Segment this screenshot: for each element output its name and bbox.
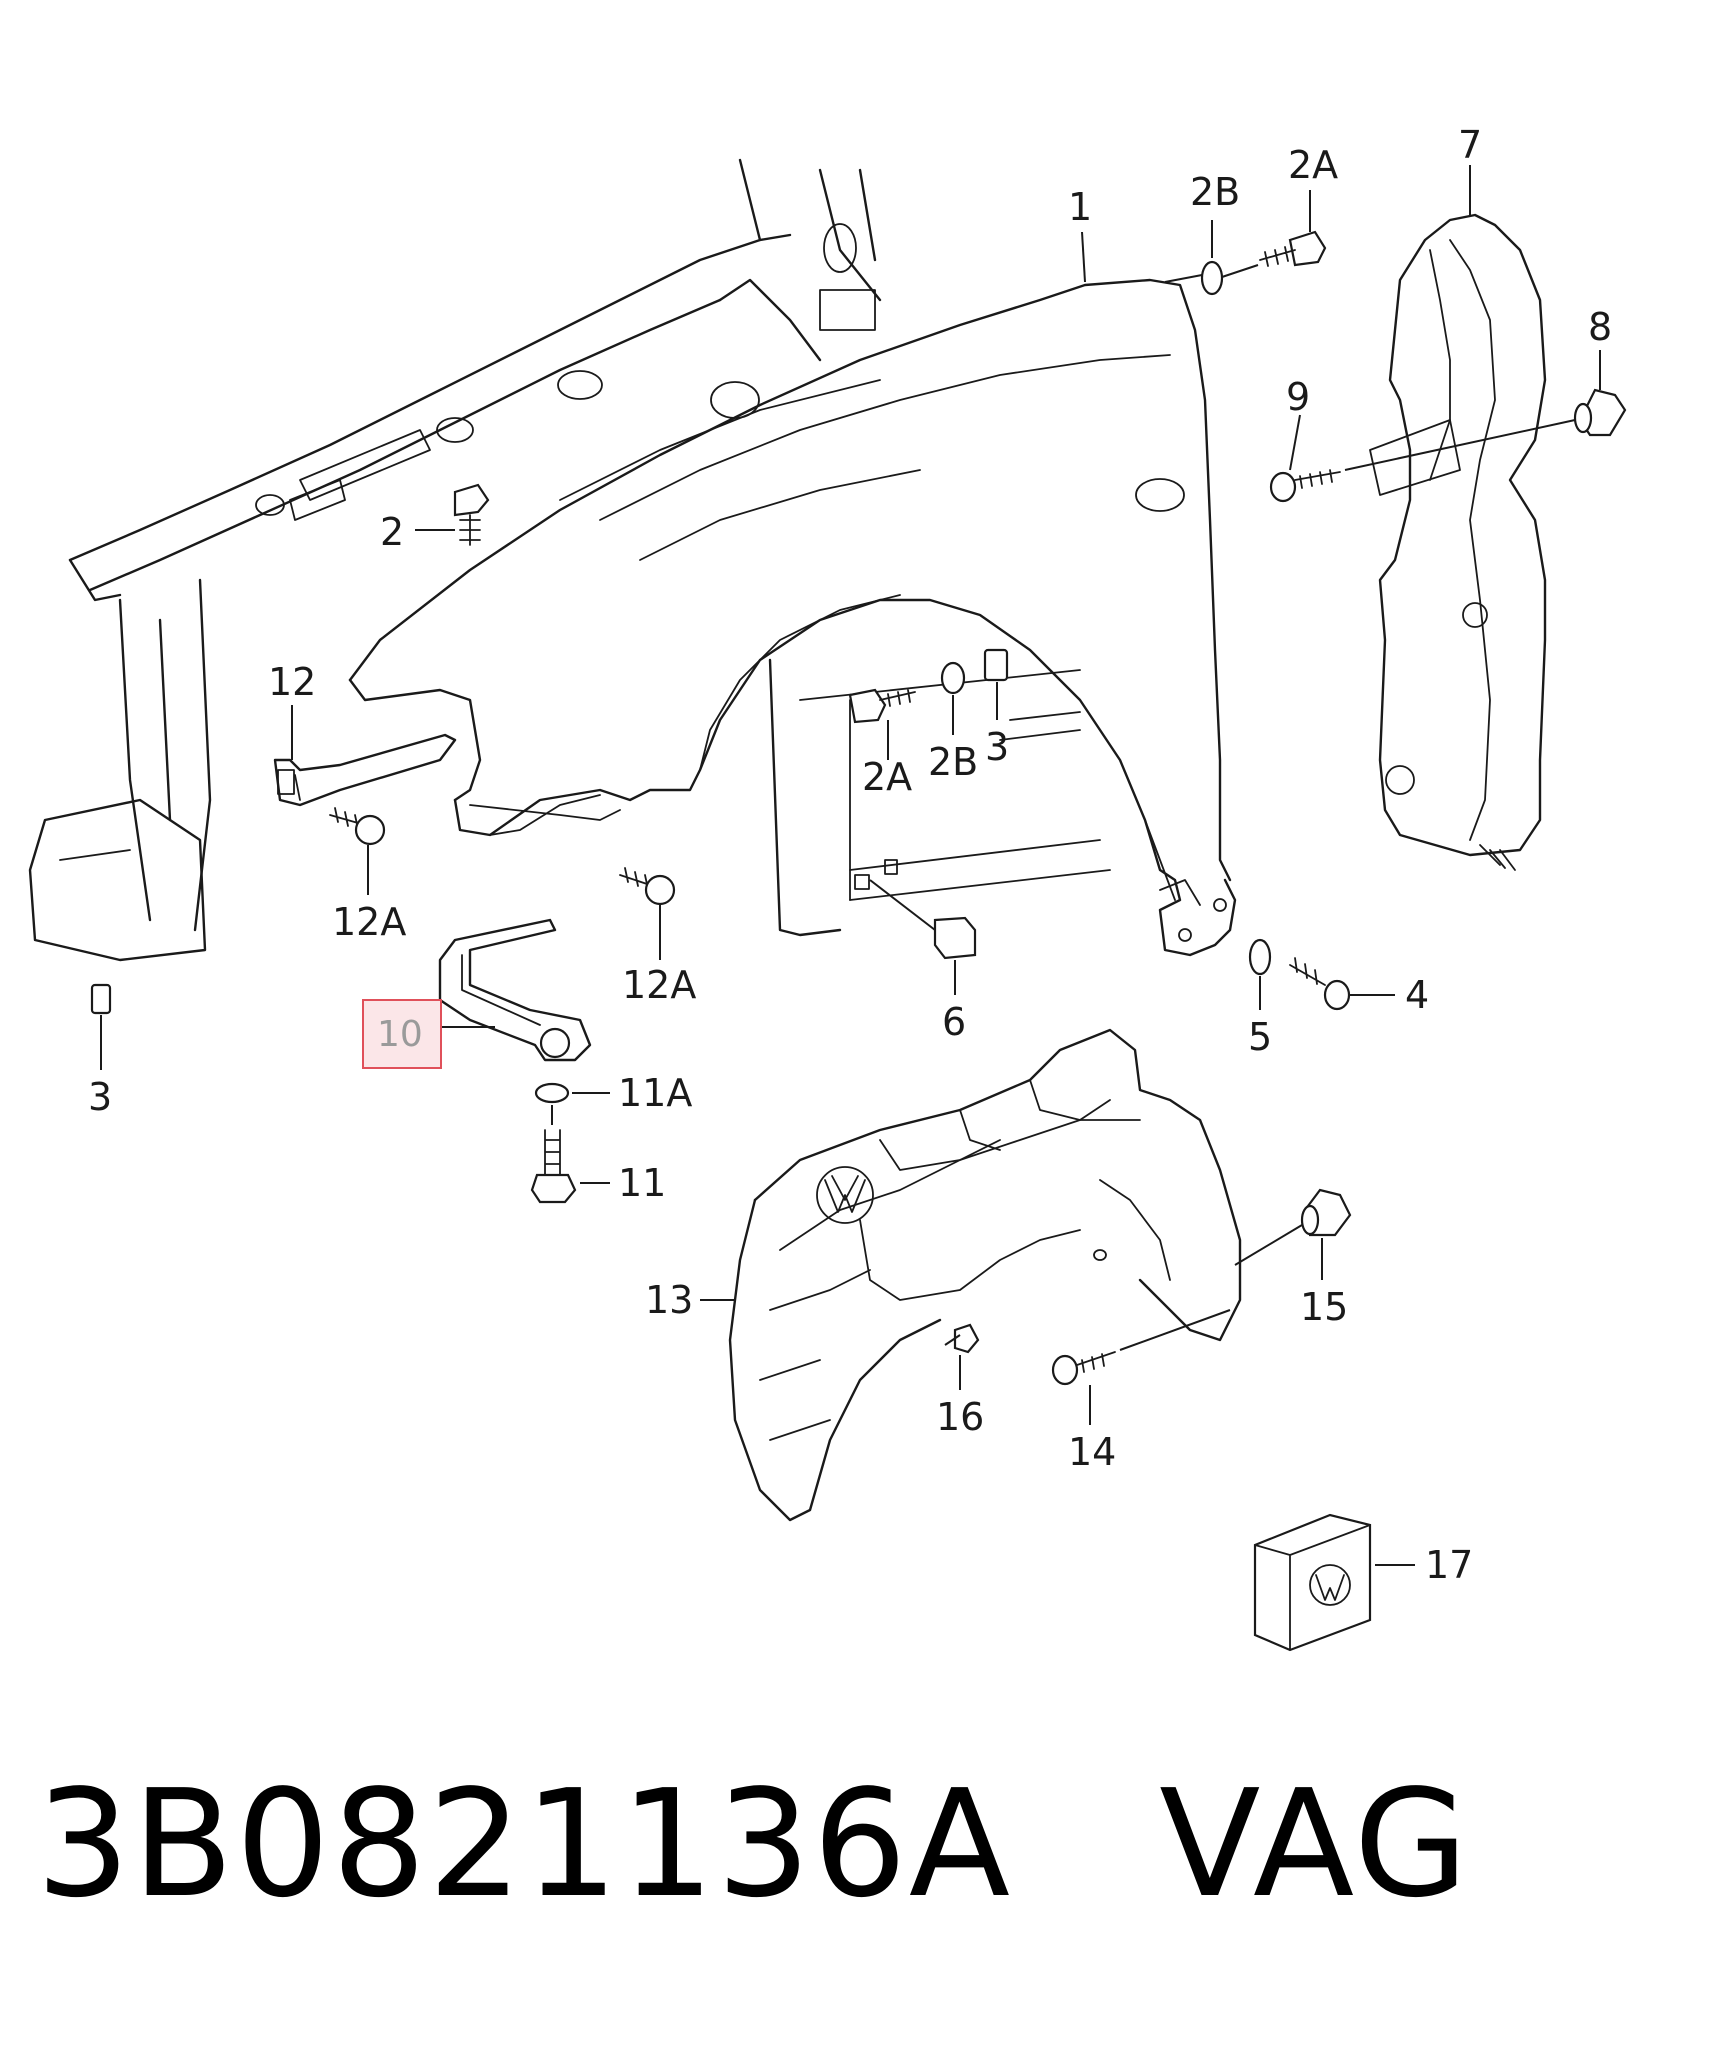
callout-7: 7 xyxy=(1458,123,1482,167)
body-structure xyxy=(28,158,882,962)
fasteners xyxy=(90,230,1627,1386)
bolt-11 xyxy=(530,1129,577,1204)
callout-11: 11 xyxy=(618,1161,666,1205)
foam-block-17 xyxy=(1253,1513,1372,1652)
bolt-2 xyxy=(453,483,490,546)
wheel-housing-liner xyxy=(728,1028,1242,1522)
screw-9 xyxy=(1269,469,1341,503)
callout-5: 5 xyxy=(1248,1015,1272,1059)
bolt-2A-top xyxy=(1259,230,1327,267)
clip-15 xyxy=(1300,1188,1352,1237)
exploded-parts-diagram: 1 2B 2A 7 8 9 2 12 2A 2B 3 12A 12A 6 5 4… xyxy=(28,123,1627,1652)
callout-2: 2 xyxy=(380,510,404,554)
washer-11A xyxy=(534,1082,570,1104)
callout-9: 9 xyxy=(1286,375,1310,419)
callout-3-left: 3 xyxy=(88,1075,112,1119)
leader-lines xyxy=(100,165,1601,1566)
washer-2B-mid xyxy=(940,661,966,695)
washer-2B-top xyxy=(1200,260,1224,296)
highlight-box-10 xyxy=(362,999,442,1069)
callout-3-mid: 3 xyxy=(985,725,1009,769)
clip-nut-3-left xyxy=(90,983,112,1015)
callout-13: 13 xyxy=(645,1278,693,1322)
callout-14: 14 xyxy=(1068,1430,1116,1474)
clip-8 xyxy=(1573,388,1627,437)
clip-nut-6 xyxy=(933,916,977,960)
callout-11A: 11A xyxy=(618,1071,692,1115)
screw-14 xyxy=(1051,1351,1116,1386)
callout-17: 17 xyxy=(1425,1543,1473,1587)
callout-2B-mid: 2B xyxy=(928,740,978,784)
part-number-caption: 3B0821136A VAG xyxy=(36,1758,1471,1930)
bolt-2A-mid xyxy=(848,688,916,724)
callout-15: 15 xyxy=(1300,1285,1348,1329)
callout-1: 1 xyxy=(1068,185,1092,229)
callout-2A-top: 2A xyxy=(1288,143,1338,187)
inner-trim-panel-7 xyxy=(1369,213,1547,871)
callout-2B-top: 2B xyxy=(1190,170,1240,214)
vw-logo-icon xyxy=(1309,1564,1351,1606)
clip-nut-3-mid xyxy=(983,648,1009,682)
callout-8: 8 xyxy=(1588,305,1612,349)
callout-10: 10 xyxy=(377,1014,423,1055)
fender-panel xyxy=(348,278,1237,957)
callout-2A-mid: 2A xyxy=(862,755,912,799)
callout-12A-left: 12A xyxy=(332,900,406,944)
screw-12A-left xyxy=(329,807,386,846)
callout-labels: 1 2B 2A 7 8 9 2 12 2A 2B 3 12A 12A 6 5 4… xyxy=(88,123,1612,1587)
callout-6: 6 xyxy=(942,1000,966,1044)
clip-16 xyxy=(953,1323,980,1354)
callout-12A-right: 12A xyxy=(622,963,696,1007)
screw-4 xyxy=(1289,957,1351,1011)
screw-12A-right xyxy=(619,867,676,906)
callout-16: 16 xyxy=(936,1395,984,1439)
support-bracket-10 xyxy=(438,918,592,1062)
callout-12: 12 xyxy=(268,660,316,704)
vw-logo-icon xyxy=(816,1166,874,1224)
washer-5 xyxy=(1248,938,1272,976)
bracket-12 xyxy=(273,733,457,807)
callout-4: 4 xyxy=(1405,973,1429,1017)
